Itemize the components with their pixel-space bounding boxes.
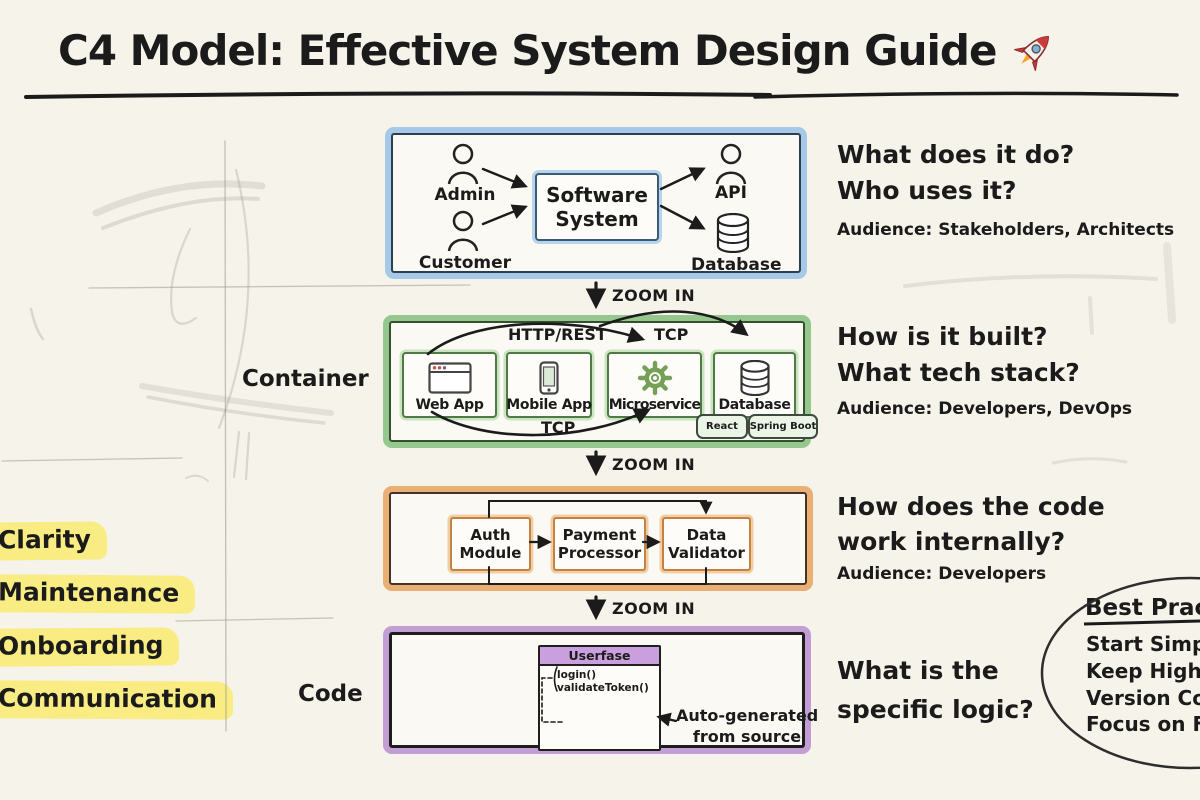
microservice-label: Microservice: [608, 397, 701, 413]
auto-generated-note: Auto-generated from source: [676, 705, 818, 747]
context-audience: Audience: Stakeholders, Architects: [837, 220, 1175, 240]
data-validator-line2: Validator: [668, 544, 745, 562]
code-question-2: specific logic?: [837, 695, 1034, 724]
uml-methods: login() validateToken(): [540, 666, 659, 695]
context-question-2: Who uses it?: [837, 176, 1017, 205]
container-database-label: Database: [718, 397, 791, 413]
benefit-clarity-text: Clarity: [0, 521, 108, 561]
actor-api-label: API: [715, 183, 747, 203]
microservice-box: Microservice: [607, 352, 702, 418]
rocket-icon: [1014, 35, 1050, 71]
benefit-clarity: Clarity: [0, 521, 108, 561]
benefit-communication: Communication: [0, 680, 234, 720]
container-audience: Audience: Developers, DevOps: [837, 399, 1133, 419]
uml-method-validate: validateToken(): [557, 682, 649, 694]
payment-processor-line2: Processor: [557, 544, 642, 562]
best-practices-title: Best Pract: [1085, 595, 1200, 621]
payment-processor-box: Payment Processor: [553, 517, 646, 571]
container-database-box: Database: [713, 352, 796, 418]
uml-method-login: login(): [557, 669, 597, 681]
webapp-label: Web App: [415, 397, 484, 413]
gear-icon: [637, 354, 673, 397]
code-level-label: Code: [298, 681, 363, 707]
person-icon: [447, 143, 479, 185]
software-system-box: Software System: [535, 173, 659, 241]
code-question-1: What is the: [837, 656, 999, 685]
software-system-line2: System: [555, 207, 639, 231]
title-underline: [24, 91, 1179, 99]
badge-spring-boot: Spring Boot: [748, 414, 818, 439]
best-practice-item-3: Version Cont: [1086, 686, 1200, 710]
mobileapp-box: Mobile App: [506, 352, 592, 418]
http-rest-label: HTTP/REST: [508, 325, 607, 344]
best-practice-item-2: Keep High-L: [1086, 659, 1200, 683]
tcp-bottom-label: TCP: [541, 418, 576, 437]
benefit-maintenance-text: Maintenance: [0, 574, 196, 614]
badge-react: React: [696, 414, 748, 439]
component-question-1: How does the code: [837, 492, 1105, 521]
context-box: Admin Customer Software System API Datab…: [385, 127, 807, 279]
data-validator-box: Data Validator: [662, 517, 751, 571]
database-cylinder-icon: [716, 213, 750, 253]
zoom-in-label-3: ZOOM IN: [612, 599, 696, 618]
actor-admin-label: Admin: [434, 185, 496, 205]
person-icon: [715, 143, 747, 185]
payment-processor-line1: Payment: [562, 526, 637, 544]
component-question-2: work internally?: [837, 527, 1066, 556]
note-line2: from source: [692, 727, 802, 746]
note-line1: Auto-generated: [676, 706, 819, 725]
mobileapp-label: Mobile App: [506, 397, 592, 413]
benefit-maintenance: Maintenance: [0, 574, 196, 614]
page-title-text: C4 Model: Effective System Design Guide: [58, 26, 997, 75]
benefit-onboarding: Onboarding: [0, 627, 180, 667]
zoom-in-label-1: ZOOM IN: [612, 286, 696, 305]
container-question-1: How is it built?: [837, 322, 1048, 351]
page-title: C4 Model: Effective System Design Guide: [58, 26, 1058, 75]
auth-module-line2: Module: [459, 544, 522, 562]
uml-class-name: Userfase: [540, 647, 659, 666]
actor-customer-label: Customer: [418, 253, 512, 273]
best-practice-item-1: Start Simple: [1086, 632, 1200, 656]
tcp-top-label: TCP: [654, 325, 689, 344]
mobile-phone-icon: [539, 354, 559, 397]
browser-window-icon: [427, 354, 472, 397]
database-cylinder-icon: [738, 354, 772, 397]
container-level-label: Container: [242, 366, 369, 392]
actor-database-label: Database: [691, 255, 782, 275]
context-question-1: What does it do?: [837, 140, 1075, 169]
benefit-communication-text: Communication: [0, 680, 234, 720]
uml-class-box: Userfase login() validateToken(): [538, 645, 661, 751]
webapp-box: Web App: [402, 352, 497, 418]
container-question-2: What tech stack?: [837, 358, 1080, 387]
auth-module-line1: Auth: [470, 526, 511, 544]
benefit-onboarding-text: Onboarding: [0, 627, 180, 667]
best-practice-item-4: Focus on Flo: [1086, 712, 1200, 736]
zoom-in-label-2: ZOOM IN: [612, 455, 696, 474]
auth-module-box: Auth Module: [450, 517, 531, 571]
software-system-line1: Software: [546, 183, 648, 207]
person-icon: [447, 210, 479, 252]
data-validator-line1: Data: [686, 526, 727, 544]
component-audience: Audience: Developers: [837, 564, 1047, 584]
